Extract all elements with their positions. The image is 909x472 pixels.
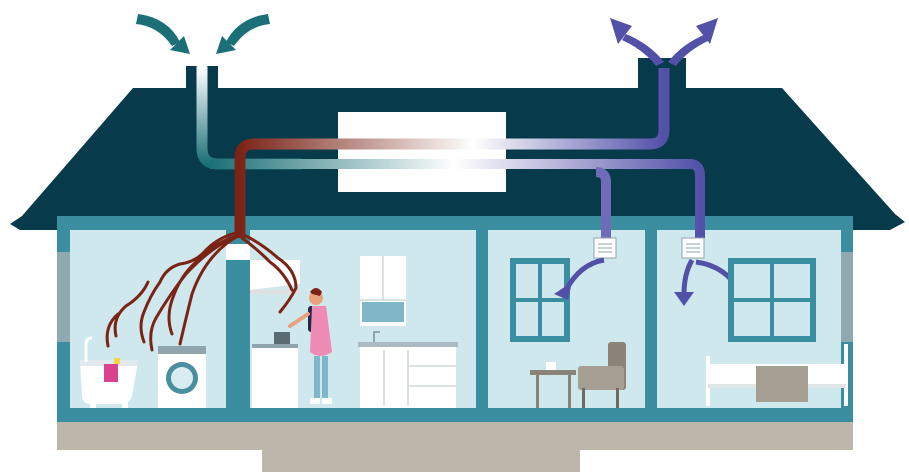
heat-recovery-unit [338, 112, 506, 192]
washing-machine-icon [158, 346, 206, 408]
wall-pillar-right [841, 252, 853, 342]
wall-pillar-left [57, 252, 70, 342]
window-icon [510, 258, 570, 342]
bedroom-window [728, 258, 816, 342]
fresh-air-intake-arrows-icon [136, 14, 270, 54]
foundation [57, 420, 853, 472]
supply-air-vent-bedroom [682, 238, 704, 258]
supply-air-vent-icon [594, 238, 616, 258]
